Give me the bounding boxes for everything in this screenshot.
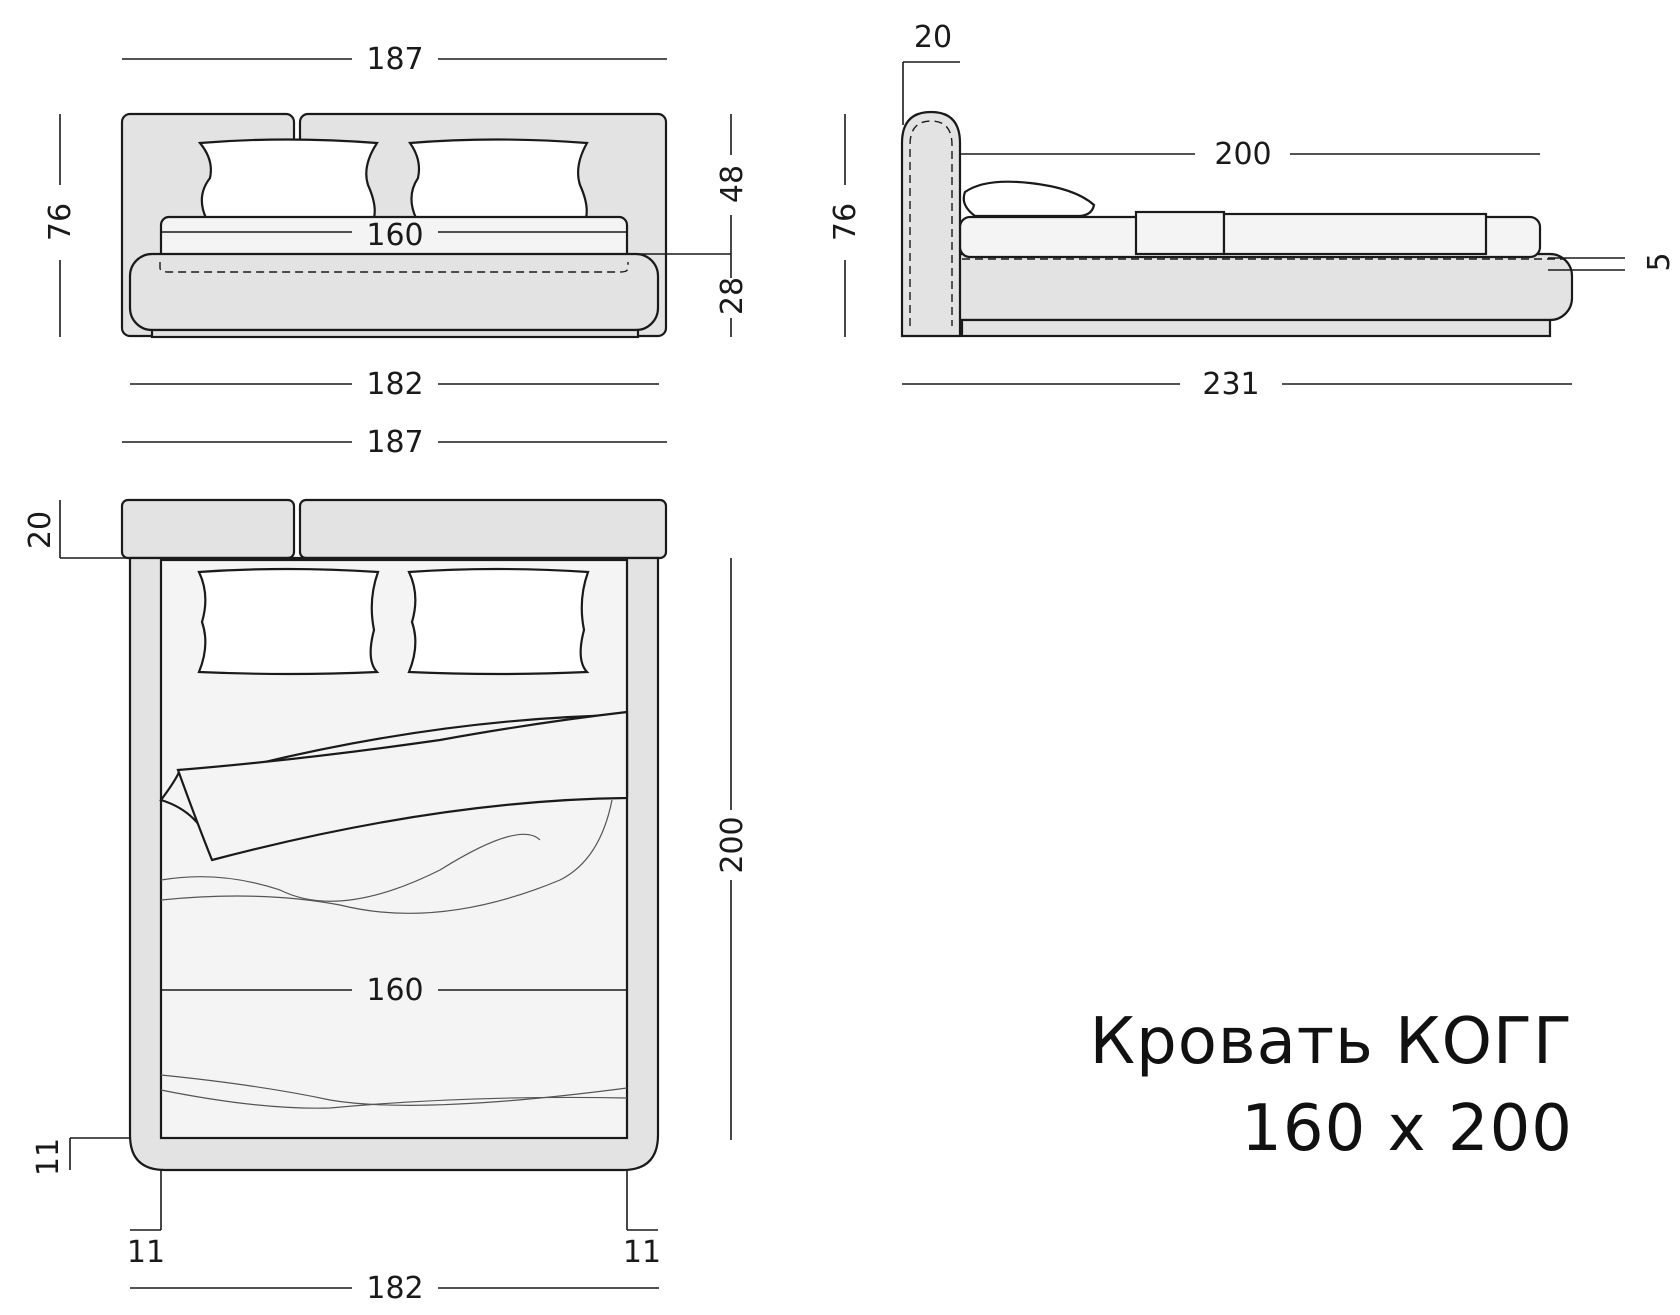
side-frame [938,252,1574,322]
front-width-bottom-label: 182 [366,367,423,402]
front-pillow-left [197,138,379,220]
front-plinth [150,328,640,339]
top-headboard-left [120,498,296,560]
top-headboard-right [298,498,668,560]
top-duvet-fold [176,710,629,862]
product-size: 160 x 200 [1241,1092,1573,1166]
side-headboard [900,110,962,338]
top-pillow-right [407,567,590,676]
side-mattress-length-label: 200 [1214,137,1271,172]
side-headboard-depth-label: 20 [914,20,952,55]
side-duvet-fold [1134,210,1226,256]
side-total-length-label: 231 [1202,367,1259,402]
side-duvet [1222,212,1488,256]
side-pillow [962,180,1096,218]
top-frame-side-label: 11 [31,1138,66,1176]
front-mattress-width-label: 160 [366,218,423,253]
top-width-top-label: 187 [366,425,423,460]
top-pillow-left [197,567,380,676]
top-headboard-depth-label: 20 [23,511,58,549]
product-title: Кровать КОГГ [1089,1005,1573,1079]
top-frame-left-label: 11 [127,1235,165,1270]
front-frame-height-label: 28 [715,277,750,315]
front-pillow-right [407,138,589,220]
side-height-label: 76 [828,203,863,241]
front-headboard-above-label: 48 [715,165,750,203]
side-plinth [960,318,1552,338]
top-width-bottom-label: 182 [366,1271,423,1306]
side-offset-label: 5 [1642,252,1677,271]
front-view: 187 160 76 48 28 182 [43,42,750,402]
side-view: 20 200 76 5 231 [828,20,1677,402]
top-frame-right-label: 11 [623,1235,661,1270]
front-width-top-label: 187 [366,42,423,77]
front-height-label: 76 [43,203,78,241]
front-frame [128,252,660,332]
top-mattress-width-label: 160 [366,973,423,1008]
top-view: 187 160 20 200 11 [23,425,750,1306]
top-length-label: 200 [715,816,750,873]
